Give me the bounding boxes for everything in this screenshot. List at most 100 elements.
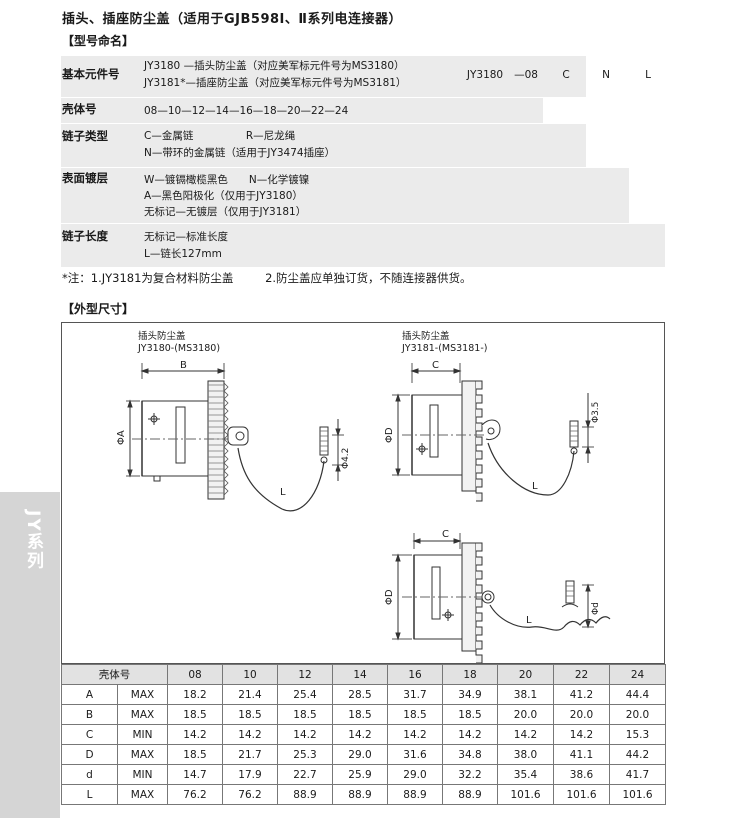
table-cell: 18.2: [167, 684, 223, 705]
table-cell: 21.7: [222, 744, 278, 765]
row-text-chain-1: C—金属链 R—尼龙绳: [144, 130, 296, 142]
dim-C1: C: [432, 360, 439, 371]
table-cell-type: MAX: [117, 784, 168, 805]
row-text-chain-2: N—带环的金属链（适用于JY3474插座）: [144, 147, 336, 159]
table-cell: 34.8: [442, 744, 498, 765]
table-row: d MIN 14.7 17.9 22.7 25.9 29.0 32.2 35.4…: [61, 764, 666, 785]
table-cell: 88.9: [442, 784, 498, 805]
table-cell-type: MIN: [117, 724, 168, 745]
naming-band-3: [61, 124, 586, 167]
table-cell-type: MAX: [117, 684, 168, 705]
naming-band-1b: [543, 56, 586, 97]
table-cell: 44.2: [609, 744, 666, 765]
table-cell: 76.2: [222, 784, 278, 805]
table-cell: 35.4: [497, 764, 554, 785]
table-cell: 44.4: [609, 684, 666, 705]
row-label-chain: 链子类型: [62, 129, 108, 143]
side-tab-label: JY系列: [23, 510, 43, 571]
row-text-length-1: 无标记—标准长度: [144, 231, 228, 243]
code-base: JY3180: [466, 69, 504, 81]
table-row: A MAX 18.2 21.4 25.4 28.5 31.7 34.9 38.1…: [61, 684, 666, 705]
table-cell: 41.1: [553, 744, 610, 765]
table-header-size: 10: [222, 664, 278, 685]
row-text-finish-1: W—镀镉橄榄黑色 N—化学镀镍: [144, 174, 310, 186]
table-cell: 18.5: [167, 704, 223, 725]
table-cell: 41.2: [553, 684, 610, 705]
code-length: L: [645, 69, 651, 81]
table-header-size: 24: [609, 664, 666, 685]
row-label-finish: 表面镀层: [62, 171, 108, 185]
table-cell: 25.3: [277, 744, 333, 765]
drawing1-caption-2: JY3180-(MS3180): [138, 343, 221, 354]
table-cell: 17.9: [222, 764, 278, 785]
table-cell: 28.5: [332, 684, 388, 705]
drawing1-caption-1: 插头防尘盖: [138, 331, 186, 342]
table-cell-dim: L: [61, 784, 118, 805]
drawing1-caption: 插头防尘盖 JY3180-(MS3180): [138, 331, 220, 355]
table-cell: 18.5: [332, 704, 388, 725]
footnote: *注：1.JY3181为复合材料防尘盖 2.防尘盖应单独订货，不随连接器供货。: [62, 270, 472, 286]
row-text-base-1: JY3180 —插头防尘盖（对应美军标元件号为MS3180）: [144, 60, 405, 72]
table-header-size: 16: [387, 664, 443, 685]
drawing2-caption-2: JY3181-(MS3181-): [402, 343, 488, 354]
table-cell: 32.2: [442, 764, 498, 785]
table-cell-type: MIN: [117, 764, 168, 785]
dim-phid: Φd: [591, 602, 601, 615]
table-cell-type: MAX: [117, 704, 168, 725]
row-label-length: 链子长度: [62, 229, 108, 243]
row-text-length-2: L—链长127mm: [144, 248, 222, 260]
dim-phiA: ΦA: [116, 430, 127, 445]
dim-L1: L: [280, 487, 286, 498]
dim-L2: L: [532, 481, 538, 492]
table-cell-dim: C: [61, 724, 118, 745]
table-cell: 18.5: [277, 704, 333, 725]
table-cell: 101.6: [553, 784, 610, 805]
table-cell-dim: D: [61, 744, 118, 765]
table-row: B MAX 18.5 18.5 18.5 18.5 18.5 18.5 20.0…: [61, 704, 666, 725]
table-cell: 14.7: [167, 764, 223, 785]
table-cell: 38.6: [553, 764, 610, 785]
technical-drawings: B ΦA: [116, 360, 611, 663]
row-label-shell: 壳体号: [62, 102, 97, 116]
dim-phiD2: ΦD: [384, 589, 395, 605]
table-cell: 20.0: [553, 704, 610, 725]
table-cell-dim: A: [61, 684, 118, 705]
table-row: L MAX 76.2 76.2 88.9 88.9 88.9 88.9 101.…: [61, 784, 666, 805]
table-header-size: 14: [332, 664, 388, 685]
table-cell: 25.9: [332, 764, 388, 785]
table-cell: 31.6: [387, 744, 443, 765]
drawing1: B ΦA: [116, 360, 351, 512]
table-cell: 88.9: [277, 784, 333, 805]
row-text-finish-2: A—黑色阳极化（仅用于JY3180）: [144, 190, 303, 202]
table-cell: 29.0: [332, 744, 388, 765]
sep-1: [61, 97, 543, 98]
dimensions-heading: 【外型尺寸】: [62, 302, 135, 316]
drawing2: C ΦD L: [384, 360, 601, 502]
code-finish: N: [602, 69, 610, 81]
naming-band-2: [61, 97, 543, 123]
table-header-size: 18: [442, 664, 498, 685]
page-title: 插头、插座防尘盖（适用于GJB598Ⅰ、Ⅱ系列电连接器）: [62, 12, 402, 27]
dim-C2: C: [442, 529, 449, 540]
table-cell: 88.9: [332, 784, 388, 805]
table-cell: 14.2: [167, 724, 223, 745]
table-cell: 41.7: [609, 764, 666, 785]
table-cell: 18.5: [387, 704, 443, 725]
table-cell: 101.6: [609, 784, 666, 805]
table-cell: 20.0: [497, 704, 554, 725]
table-header-row: 壳体号 08 10 12 14 16 18 20 22 24: [61, 664, 666, 685]
table-row: D MAX 18.5 21.7 25.3 29.0 31.6 34.8 38.0…: [61, 744, 666, 765]
table-header-size: 22: [553, 664, 610, 685]
table-cell: 14.2: [332, 724, 388, 745]
row-text-base-2: JY3181*—插座防尘盖（对应美军标元件号为MS3181）: [144, 77, 407, 89]
table-cell-dim: B: [61, 704, 118, 725]
drawing2-caption: 插头防尘盖 JY3181-(MS3181-): [402, 331, 487, 355]
dim-phi35: Φ3.5: [591, 402, 601, 423]
sep-2: [61, 123, 586, 124]
naming-band-4: [61, 167, 629, 223]
table-cell: 21.4: [222, 684, 278, 705]
table-header-size: 20: [497, 664, 554, 685]
table-cell: 14.2: [222, 724, 278, 745]
side-tab: [0, 492, 60, 818]
naming-heading: 【型号命名】: [62, 34, 135, 48]
